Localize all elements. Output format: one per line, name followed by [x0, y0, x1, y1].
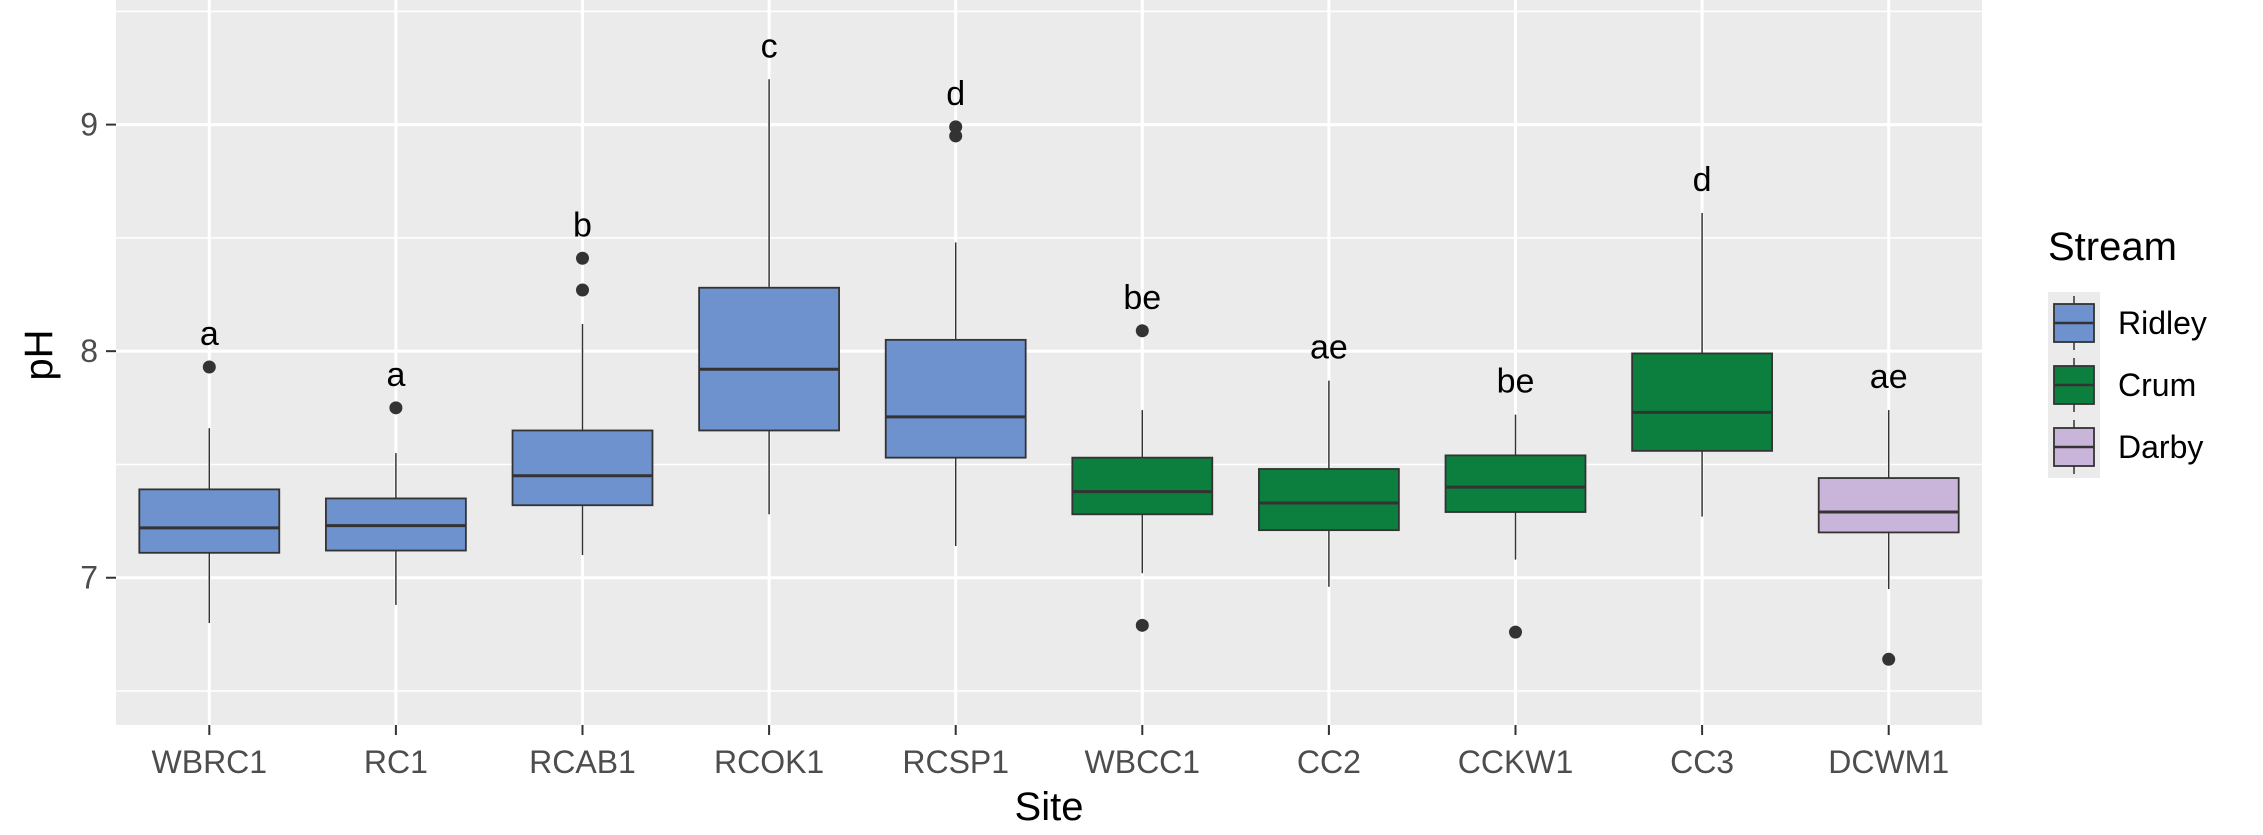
y-axis: 7 8 9 [80, 107, 116, 596]
x-axis: WBRC1 RC1 RCAB1 RCOK1 RCSP1 WBCC1 CC2 CCKW1 CC3 D… [152, 725, 1949, 780]
group-label: ae [1310, 329, 1348, 367]
group-label: d [946, 75, 965, 113]
legend-label-darby: Darby [2118, 429, 2203, 465]
group-label: a [386, 356, 405, 394]
outlier-point [576, 283, 589, 297]
box [1817, 477, 1960, 534]
outlier-point [949, 120, 963, 134]
box [1258, 468, 1400, 532]
box [1071, 456, 1214, 516]
x-tick-label: WBCC1 [1085, 744, 1201, 780]
outlier-point [1135, 324, 1149, 338]
outlier-point [1509, 625, 1522, 639]
outlier-point [1135, 618, 1149, 632]
group-label: a [200, 315, 219, 353]
outlier-point [1882, 652, 1896, 666]
minor-gridlines [116, 10, 1982, 692]
x-tick-label: CC3 [1670, 744, 1734, 780]
box [138, 488, 281, 554]
boxplot-rcok1 [698, 79, 840, 515]
boxplots [138, 79, 1960, 666]
box [1444, 454, 1587, 513]
boxplot-cc2 [1258, 380, 1400, 587]
x-tick-label: RCSP1 [902, 744, 1009, 780]
significance-labels: a a b c d be ae be d ae [200, 27, 1908, 400]
box [511, 429, 654, 507]
x-axis-title: Site [1015, 785, 1084, 829]
x-tick-label: RCAB1 [529, 744, 636, 780]
group-label: d [1693, 161, 1712, 199]
x-tick-label: RCOK1 [714, 744, 824, 780]
boxplot-rcab1 [511, 251, 654, 556]
y-tick-label: 8 [80, 333, 98, 369]
box [884, 338, 1027, 459]
legend-label-crum: Crum [2118, 367, 2196, 403]
boxplot-rcsp1 [884, 120, 1027, 547]
x-tick-label: WBRC1 [152, 744, 268, 780]
legend-label-ridley: Ridley [2118, 305, 2207, 341]
boxplot-rc1 [325, 401, 467, 605]
outlier-point [202, 360, 216, 374]
x-tick-label: RC1 [364, 744, 428, 780]
outlier-point [389, 401, 403, 415]
legend-title: Stream [2048, 225, 2177, 269]
y-tick-label: 9 [80, 107, 98, 143]
boxplot-cckw1 [1444, 414, 1587, 639]
group-label: c [761, 27, 778, 65]
group-label: ae [1870, 358, 1908, 396]
boxplot-cc3 [1631, 212, 1773, 517]
x-tick-label: DCWM1 [1828, 744, 1949, 780]
group-label: be [1123, 279, 1161, 317]
y-axis-title: pH [17, 329, 61, 380]
boxplot-wbrc1 [138, 360, 281, 624]
group-label: b [573, 206, 592, 244]
group-label: be [1497, 363, 1535, 401]
box [698, 286, 840, 432]
x-tick-label: CCKW1 [1458, 744, 1574, 780]
x-tick-label: CC2 [1297, 744, 1361, 780]
y-tick-label: 7 [80, 560, 98, 596]
outlier-point [576, 251, 589, 265]
boxplot-dcwm1 [1817, 410, 1960, 666]
boxplot-wbcc1 [1071, 324, 1214, 632]
outlier-point [949, 129, 963, 143]
box [1631, 352, 1773, 452]
